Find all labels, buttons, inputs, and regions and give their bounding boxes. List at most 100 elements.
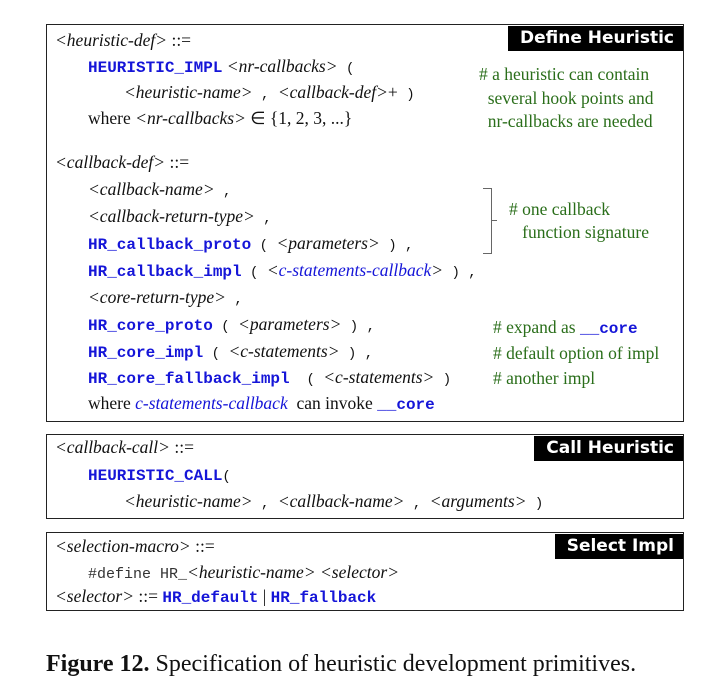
text-segment: , (214, 184, 232, 200)
grammar-line: HR_core_impl ( <c-statements> ) , (88, 341, 373, 362)
nonterminal: <callback-name> (88, 179, 215, 199)
nonterminal: <arguments> (429, 491, 527, 511)
text-segment: # default option of impl (493, 343, 660, 363)
nonterminal: < (266, 260, 279, 280)
grammar-line: HR_callback_proto ( <parameters> ) , (88, 233, 413, 254)
keyword: HR_core_proto (88, 317, 213, 335)
text-segment: ( (289, 372, 324, 388)
text-segment: ::= (190, 536, 215, 556)
nonterminal: <selector> (55, 586, 135, 606)
nonterminal: <callback-call> (55, 437, 170, 457)
keyword: HR_core_impl (88, 344, 204, 362)
comment-line: # default option of impl (493, 342, 659, 365)
text-segment: | (258, 586, 271, 606)
text-segment: ( (203, 346, 229, 362)
grammar-line: <selector> ::= HR_default | HR_fallback (55, 586, 376, 607)
text-segment: several hook points and (479, 88, 654, 108)
grammar-line: <heuristic-def> ::= (55, 30, 191, 51)
grammar-line: #define HR_<heuristic-name> <selector> (88, 562, 399, 583)
text-segment: # a heuristic can contain (479, 64, 650, 84)
text-segment: ) (397, 87, 415, 103)
text-segment: , (252, 496, 278, 512)
nonterminal: <heuristic-name> (187, 562, 316, 582)
nonterminal: > (431, 260, 444, 280)
grammar-line: HR_core_fallback_impl ( <c-statements> ) (88, 367, 451, 388)
figure-caption: Figure 12. Specification of heuristic de… (46, 651, 636, 678)
keyword: __core (580, 320, 638, 338)
text-segment: , (254, 211, 272, 227)
nonterminal: <callback-def> (277, 82, 388, 102)
grammar-line: <heuristic-name> , <callback-def>+ ) (124, 82, 415, 103)
nonterminal: <heuristic-name> (124, 491, 253, 511)
text-segment: ) (526, 496, 544, 512)
grammar-line: HEURISTIC_CALL( (88, 464, 231, 485)
nonterminal: <core-return-type> (88, 287, 226, 307)
text-segment: , (225, 292, 243, 308)
nonterminal: <callback-return-type> (88, 206, 255, 226)
text-segment: ) , (341, 319, 375, 335)
define-heuristic-box: Define Heuristic (46, 24, 684, 422)
comment-line: # one callback (509, 198, 610, 221)
text-segment: , (404, 496, 430, 512)
comment-line: nr-callbacks are needed (479, 110, 653, 133)
keyword: HR_core_fallback_impl (88, 370, 290, 388)
nonterminal: <nr-callbacks> (222, 56, 338, 76)
text-segment: ::= (169, 437, 194, 457)
grammar-line: <callback-return-type> , (88, 206, 272, 227)
nonterminal: <c-statements> (228, 341, 340, 361)
grammar-line: HEURISTIC_IMPL <nr-callbacks> ( (88, 56, 354, 77)
comment-line: # a heuristic can contain (479, 63, 649, 86)
grammar-line: <selection-macro> ::= (55, 536, 215, 557)
nonterminal: <nr-callbacks> (135, 108, 246, 128)
keyword: HR_default (162, 589, 259, 607)
caption-text: Specification of heuristic development p… (149, 651, 637, 677)
comment-line: function signature (509, 221, 649, 244)
text-segment: ( (241, 265, 267, 281)
grammar-line: <core-return-type> , (88, 287, 243, 308)
text-segment: ::= (167, 30, 192, 50)
text-segment: , (252, 87, 278, 103)
grammar-line: where <nr-callbacks> ∈ {1, 2, 3, ...} (88, 108, 352, 129)
call-heuristic-header: Call Heuristic (534, 436, 683, 461)
text-segment: ) , (379, 238, 414, 254)
text-segment: # another impl (493, 368, 596, 388)
keyword: HR_fallback (270, 589, 377, 607)
text-segment: where (88, 108, 136, 128)
caption-label: Figure 12. (46, 651, 150, 677)
grammar-line: <callback-def> ::= (55, 152, 189, 173)
grammar-line: <callback-call> ::= (55, 437, 194, 458)
text-segment: HR_ (151, 566, 188, 583)
call-heuristic-box: Call Heuristic (46, 434, 684, 519)
nonterminal: c-statements-callback (278, 260, 432, 280)
text-segment: ) , (339, 346, 374, 362)
nonterminal: <callback-name> (277, 491, 405, 511)
grammar-line: <callback-name> , (88, 179, 231, 200)
grammar-line: HR_callback_impl ( <c-statements-callbac… (88, 260, 477, 281)
nonterminal: <selection-macro> (55, 536, 191, 556)
nonterminal: <callback-def> (55, 152, 166, 172)
nonterminal: <heuristic-name> (124, 82, 253, 102)
text-segment: where (88, 393, 136, 413)
nonterminal: <heuristic-def> (55, 30, 168, 50)
grammar-line: HR_core_proto ( <parameters> ) , (88, 314, 375, 335)
brace-icon (483, 188, 497, 254)
text-segment: ) (434, 372, 452, 388)
define-heuristic-header: Define Heuristic (507, 26, 683, 51)
select-impl-header: Select Impl (554, 534, 683, 559)
text-segment: # one callback (509, 199, 611, 219)
text-segment: ( (222, 469, 231, 485)
keyword: __core (377, 396, 435, 414)
comment-line: # another impl (493, 367, 595, 390)
text-segment: ( (337, 61, 355, 77)
text-segment: ::= (165, 152, 190, 172)
text-segment: can invoke (287, 393, 378, 413)
text-segment: ( (212, 319, 239, 335)
text-segment: function signature (509, 222, 649, 242)
text-segment: + (387, 82, 398, 102)
comment-line: # expand as __core (493, 316, 638, 341)
nonterminal: <parameters> (238, 314, 342, 334)
nonterminal: c-statements-callback (135, 393, 288, 413)
text-segment: ) , (443, 265, 477, 281)
select-impl-box: Select Impl (46, 532, 684, 611)
keyword: HEURISTIC_CALL (88, 467, 223, 485)
